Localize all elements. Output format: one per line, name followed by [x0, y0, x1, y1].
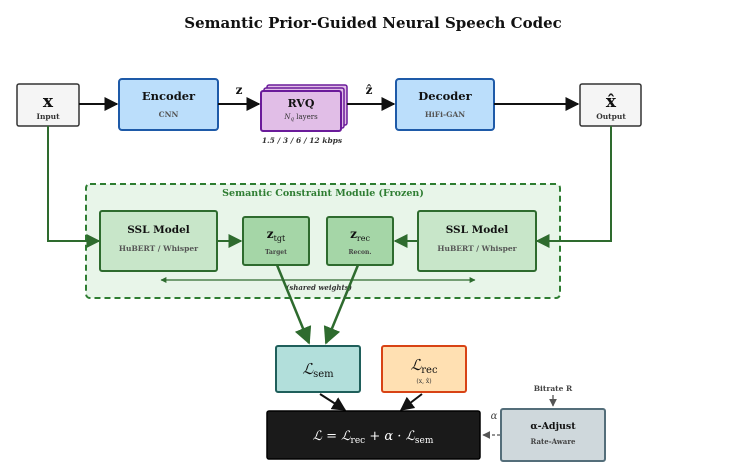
total-loss-node: ℒ = ℒrec + α · ℒsem [266, 410, 481, 460]
shared-weights-note: (shared weights) [286, 283, 352, 292]
arrow-output-ssl-right [535, 126, 612, 248]
ssl-right-subtitle: HuBERT / Whisper [437, 244, 517, 253]
rvq-subtitle: Nq layers [283, 113, 318, 123]
encoder-subtitle: CNN [159, 110, 179, 119]
z-edge-label: z [236, 83, 243, 97]
z-target-label: Target [265, 249, 287, 256]
arrow-ztgt-lsem [275, 264, 312, 345]
input-node: x Input [16, 83, 80, 127]
arrow-lsem-total [319, 393, 347, 411]
z-reconstructed-symbol: zrec [350, 227, 370, 243]
loss-rec-symbol: ℒrec [410, 356, 438, 376]
z-target-symbol: ztgt [267, 227, 286, 243]
ssl-left-subtitle: HuBERT / Whisper [119, 244, 199, 253]
z-target-node: ztgt Target [242, 216, 310, 266]
bitrate-label: Bitrate R [534, 384, 573, 393]
z-reconstructed-node: zrec Recon. [326, 216, 394, 266]
input-symbol: x [43, 92, 54, 112]
encoder-title: Encoder [142, 89, 196, 103]
input-label: Input [36, 112, 60, 121]
loss-rec-note: (x, x̂) [416, 378, 431, 385]
decoder-title: Decoder [418, 89, 472, 103]
loss-rec-node: ℒrec (x, x̂) [381, 345, 467, 393]
loss-sem-node: ℒsem [275, 345, 361, 393]
ssl-model-left: SSL Model HuBERT / Whisper [99, 210, 218, 272]
alpha-edge-label: α [491, 411, 498, 422]
arrow-zrec-lsem [323, 264, 360, 345]
loss-sem-symbol: ℒsem [302, 360, 334, 380]
rvq-title: RVQ [288, 97, 315, 110]
arrow-input-ssl-left [47, 126, 101, 248]
output-label: Output [596, 112, 626, 121]
diagram-title: Semantic Prior-Guided Neural Speech Code… [184, 14, 562, 32]
semantic-module-title: Semantic Constraint Module (Frozen) [222, 188, 424, 199]
decoder-subtitle: HiFi-GAN [425, 110, 465, 119]
alpha-adjust-node: α-Adjust Rate-Aware [500, 408, 606, 462]
decoder-node: Decoder HiFi-GAN [395, 78, 495, 131]
ssl-model-right: SSL Model HuBERT / Whisper [417, 210, 537, 272]
alpha-adjust-subtitle: Rate-Aware [531, 437, 577, 446]
encoder-node: Encoder CNN [118, 78, 219, 131]
total-loss-formula: ℒ = ℒrec + α · ℒsem [313, 429, 434, 446]
rvq-bitrates: 1.5 / 3 / 6 / 12 kbps [262, 136, 343, 145]
output-node: x̂ Output [579, 83, 642, 127]
rvq-node: RVQ Nq layers [260, 84, 348, 132]
zhat-edge-label: ẑ [366, 83, 373, 97]
ssl-left-title: SSL Model [127, 224, 190, 236]
arrow-lrec-total [399, 393, 423, 411]
output-symbol: x̂ [606, 92, 617, 112]
ssl-right-title: SSL Model [446, 224, 509, 236]
alpha-adjust-title: α-Adjust [530, 421, 576, 432]
z-reconstructed-label: Recon. [349, 249, 372, 256]
